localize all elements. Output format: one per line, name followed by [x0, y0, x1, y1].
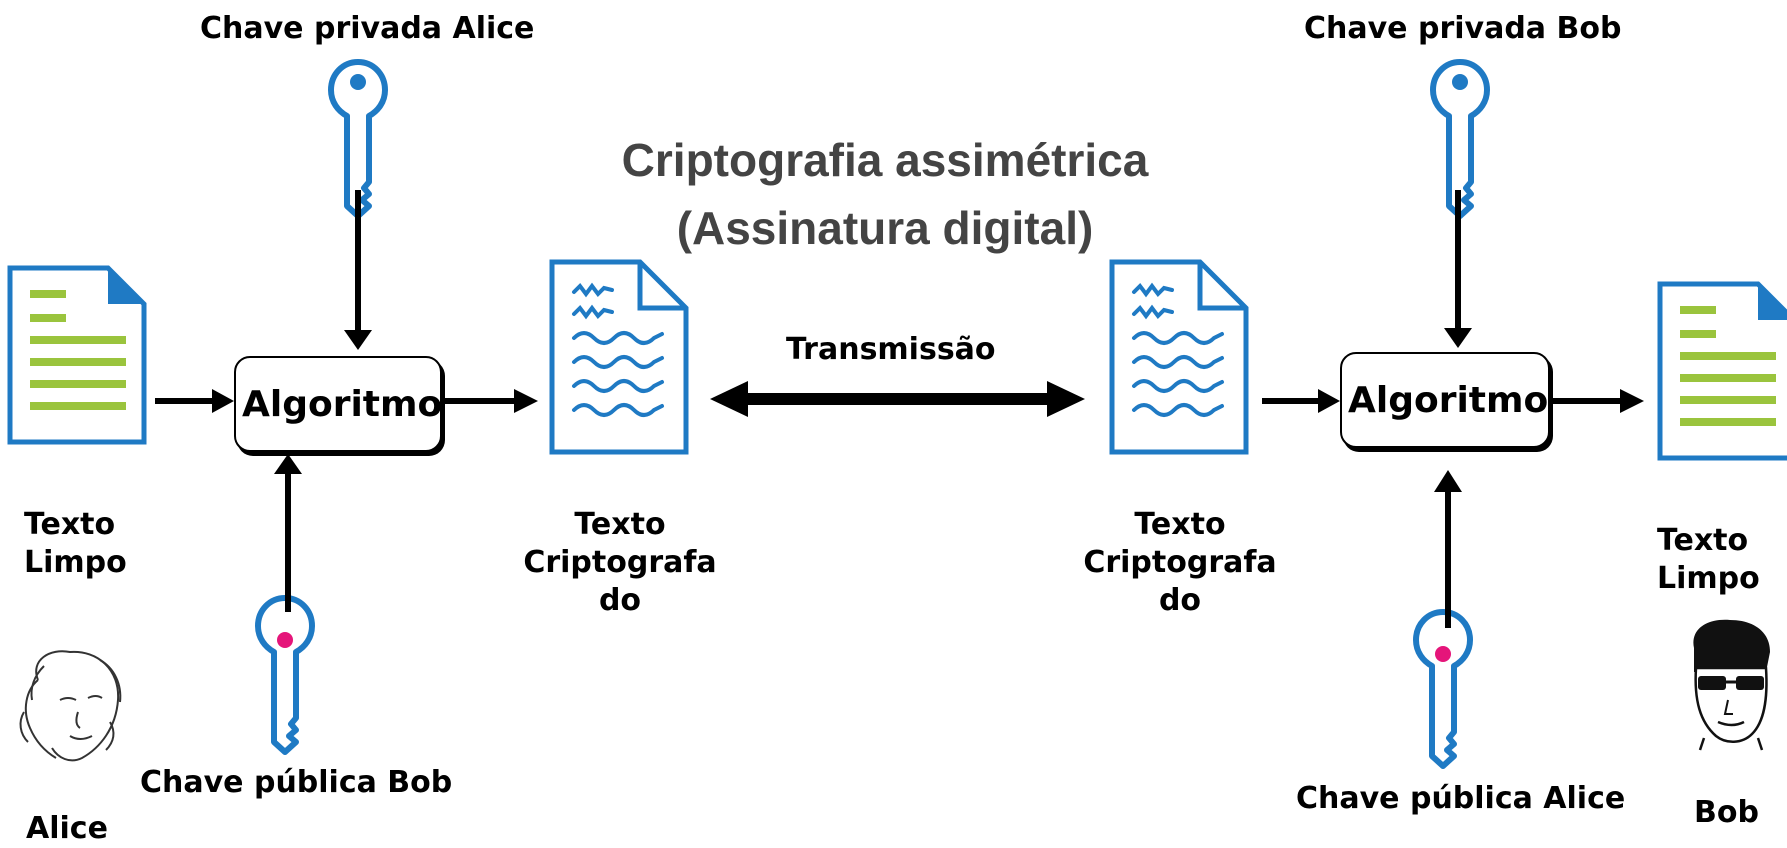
- cipher-text-label-right: Texto Criptografa do: [1068, 506, 1292, 620]
- bob-man-sunglasses-icon: [1693, 619, 1770, 751]
- cipher-text-document-icon-right: [1112, 262, 1246, 452]
- algorithm-label-left: Algoritmo: [242, 383, 443, 425]
- cipher-text-label-left-line1: Texto: [574, 507, 666, 542]
- plain-text-document-icon-right: [1660, 284, 1787, 458]
- plain-text-label-right-line2: Limpo: [1657, 561, 1760, 596]
- private-key-label-alice: Chave privada Alice: [200, 11, 535, 46]
- plain-text-label-left: Texto Limpo: [24, 506, 127, 582]
- arrows-left: [155, 190, 538, 612]
- private-key-icon-bob: [1433, 62, 1487, 216]
- plain-text-label-left-line1: Texto: [24, 507, 116, 542]
- person-label-alice: Alice: [26, 811, 108, 846]
- private-key-icon-alice: [331, 62, 385, 216]
- title-line-2: (Assinatura digital): [676, 202, 1094, 254]
- private-key-label-bob: Chave privada Bob: [1304, 11, 1622, 46]
- public-key-icon-bob: [258, 598, 312, 752]
- transmission-double-arrow: [710, 381, 1085, 417]
- plain-text-label-right: Texto Limpo: [1657, 522, 1760, 598]
- diagram-title: Criptografia assimétrica (Assinatura dig…: [560, 126, 1210, 262]
- algorithm-box-right: Algoritmo: [1340, 352, 1550, 448]
- plain-text-document-icon-left: [10, 268, 144, 442]
- public-key-label-bob: Chave pública Bob: [140, 765, 453, 800]
- algorithm-box-left: Algoritmo: [234, 356, 442, 452]
- alice-woman-face-icon: [19, 650, 122, 762]
- cipher-text-label-left: Texto Criptografa do: [508, 506, 732, 620]
- transmission-label: Transmissão: [786, 332, 996, 367]
- plain-text-label-right-line1: Texto: [1657, 523, 1749, 558]
- algorithm-label-right: Algoritmo: [1348, 379, 1549, 421]
- cipher-text-label-right-line3: do: [1158, 583, 1202, 618]
- cipher-text-label-left-line2: Criptografa: [523, 545, 717, 580]
- cipher-text-label-right-line1: Texto: [1134, 507, 1226, 542]
- person-label-bob: Bob: [1694, 795, 1759, 830]
- cipher-text-label-left-line3: do: [598, 583, 642, 618]
- public-key-label-alice: Chave pública Alice: [1296, 781, 1626, 816]
- arrows-right: [1262, 190, 1644, 628]
- cipher-text-label-right-line2: Criptografa: [1083, 545, 1277, 580]
- cipher-text-document-icon-left: [552, 262, 686, 452]
- title-line-1: Criptografia assimétrica: [621, 134, 1149, 186]
- public-key-icon-alice: [1416, 612, 1470, 766]
- plain-text-label-left-line2: Limpo: [24, 545, 127, 580]
